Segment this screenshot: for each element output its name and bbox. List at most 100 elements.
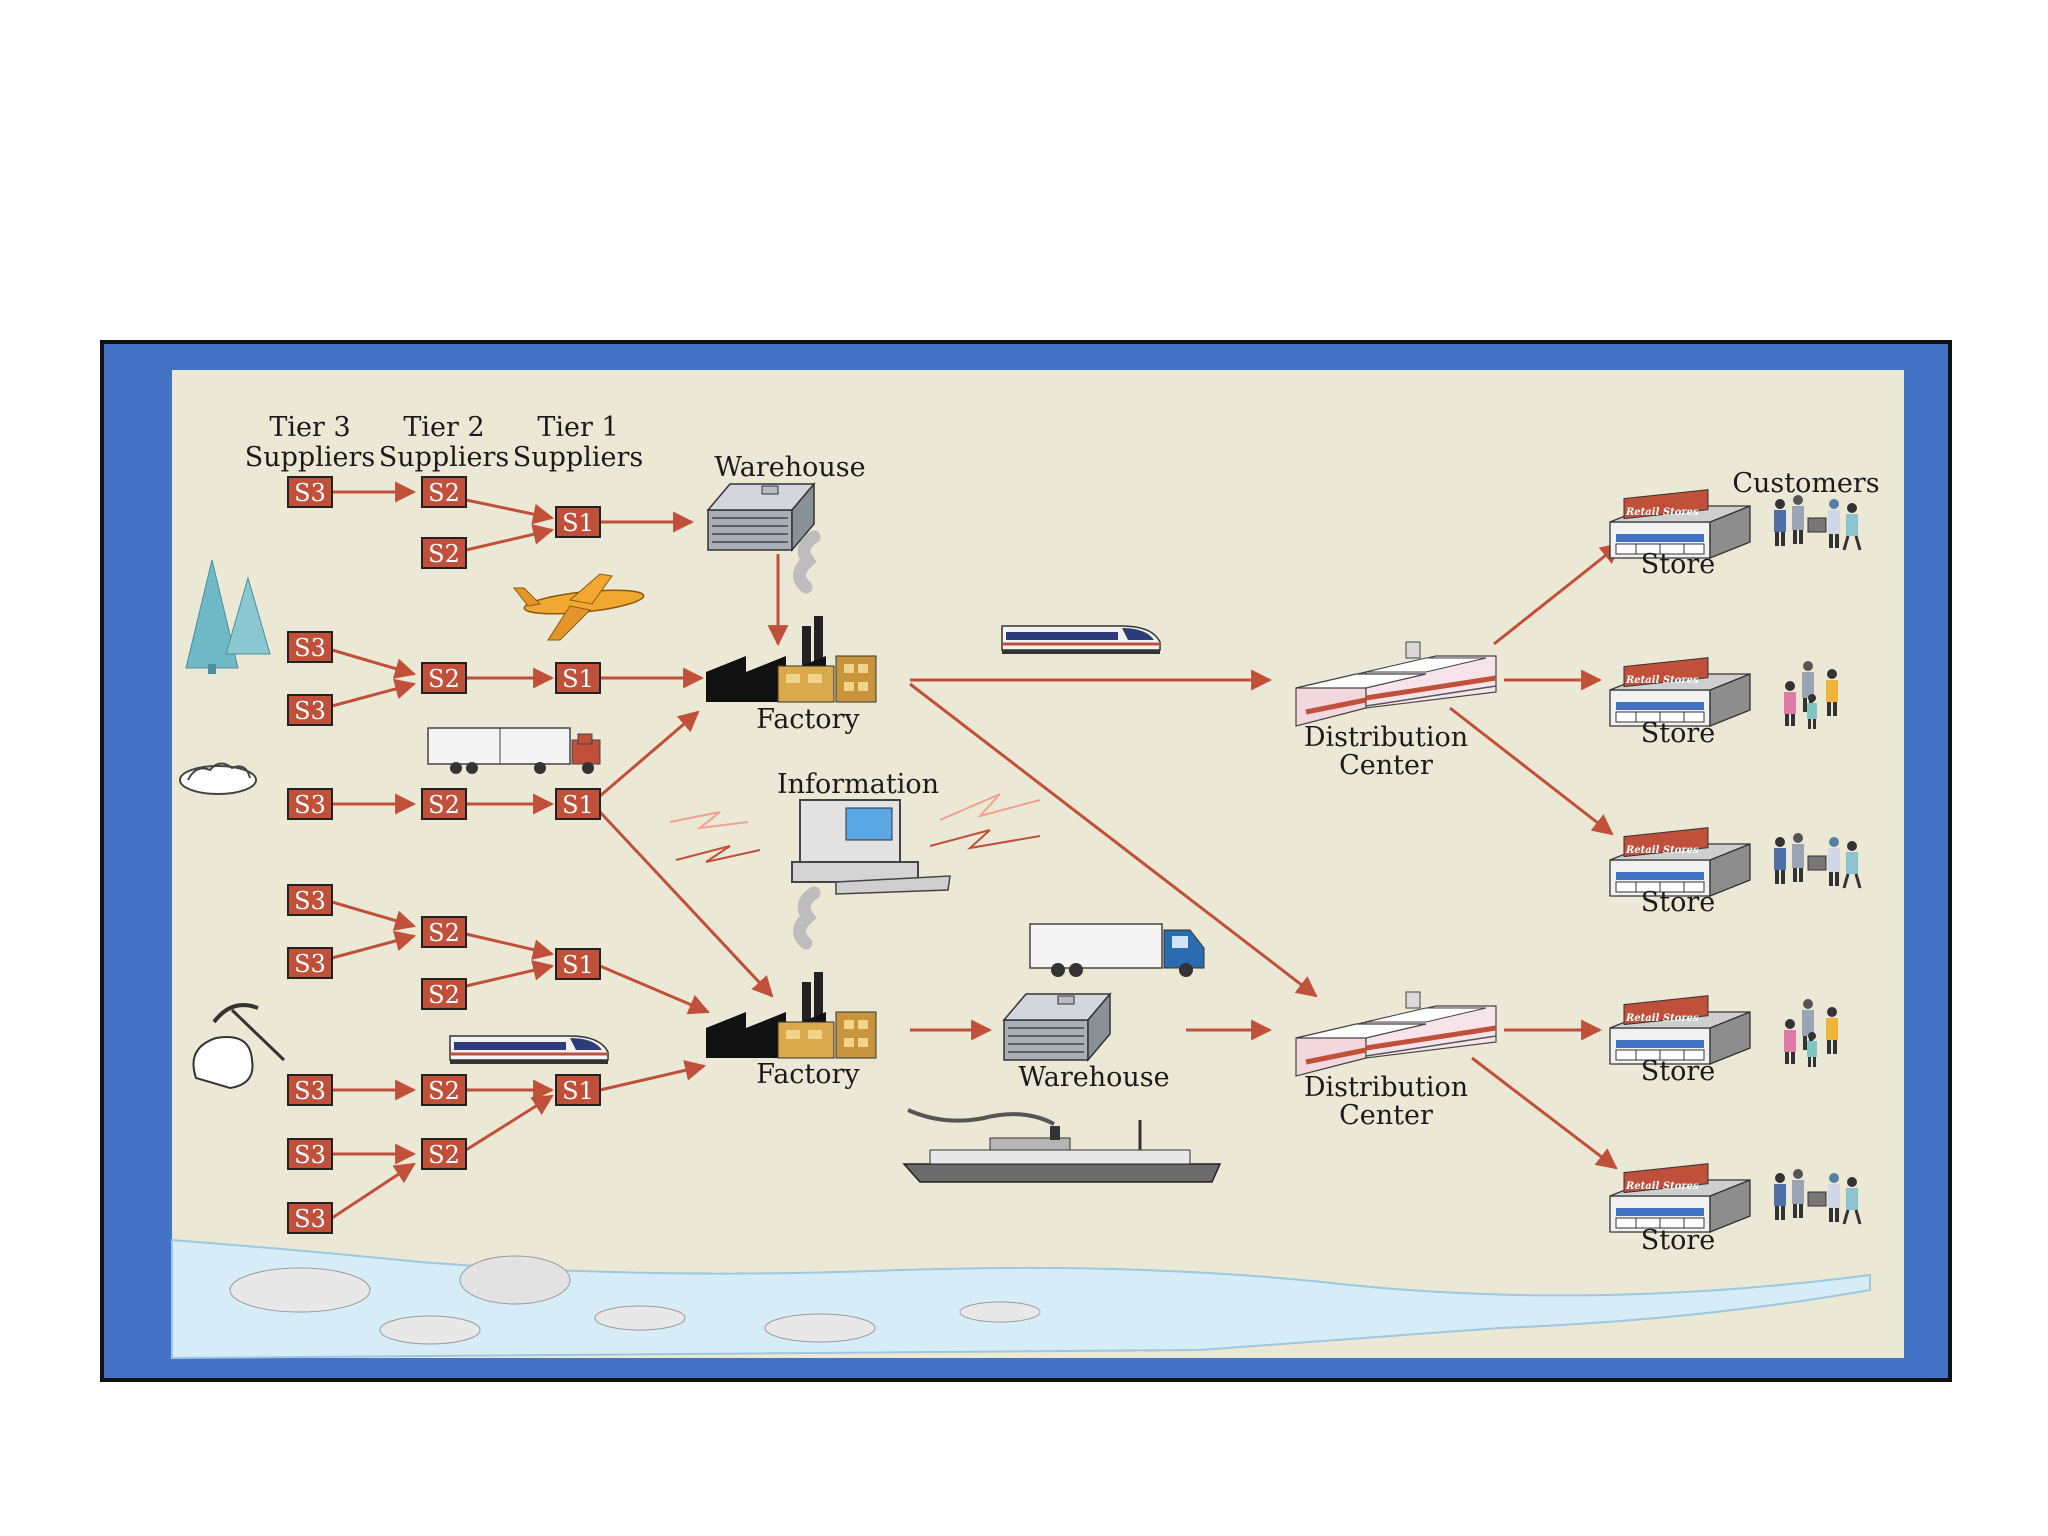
supplier-node-label: S2 bbox=[428, 1077, 460, 1105]
pickaxe-ore-icon bbox=[192, 1003, 286, 1090]
dc-bottom-label-line2: Center bbox=[1339, 1100, 1433, 1131]
flow-arrow bbox=[599, 964, 710, 1015]
cargo-ship-icon bbox=[902, 1108, 1222, 1183]
supplier-node-s1: S1 bbox=[555, 506, 601, 538]
store-group: Retail Stores Store bbox=[1609, 827, 1862, 918]
supplier-node-s1: S1 bbox=[555, 788, 601, 820]
tier1-header-line2: Suppliers bbox=[513, 442, 643, 473]
supplier-node-label: S3 bbox=[294, 1205, 326, 1233]
store-group: Retail Stores Store bbox=[1609, 1163, 1862, 1256]
supplier-node-label: S2 bbox=[428, 665, 460, 693]
supplier-node-label: S2 bbox=[428, 479, 460, 507]
flow-arrow bbox=[465, 524, 555, 552]
computer-icon bbox=[669, 793, 1041, 895]
supplier-node-s3: S3 bbox=[287, 947, 333, 979]
factory-bottom-label: Factory bbox=[756, 1059, 860, 1090]
supplier-node-label: S1 bbox=[562, 791, 594, 819]
supplier-node-label: S3 bbox=[294, 1077, 326, 1105]
supplier-node-s2: S2 bbox=[421, 978, 467, 1010]
store-sign-label: Retail Stores bbox=[1625, 1013, 1699, 1024]
flow-arrow bbox=[1449, 706, 1614, 836]
supplier-node-s3: S3 bbox=[287, 476, 333, 508]
store-label: Store bbox=[1641, 1225, 1716, 1256]
supplier-node-label: S1 bbox=[562, 1077, 594, 1105]
flow-arrow bbox=[331, 930, 417, 960]
store-sign-label: Retail Stores bbox=[1625, 1181, 1699, 1192]
dc-top-label-line1: Distribution bbox=[1304, 722, 1468, 753]
flow-arrow bbox=[331, 678, 417, 708]
supplier-node-label: S1 bbox=[562, 509, 594, 537]
warehouse-top-label: Warehouse bbox=[714, 452, 865, 483]
flow-arrow bbox=[331, 1162, 416, 1220]
supplier-node-label: S3 bbox=[294, 887, 326, 915]
supplier-node-label: S2 bbox=[428, 540, 460, 568]
store-label: Store bbox=[1641, 1056, 1716, 1087]
supplier-node-s3: S3 bbox=[287, 788, 333, 820]
supplier-node-label: S3 bbox=[294, 479, 326, 507]
dc-bottom-label-line1: Distribution bbox=[1304, 1072, 1468, 1103]
tier2-header-line2: Suppliers bbox=[379, 442, 509, 473]
supplier-node-s3: S3 bbox=[287, 1202, 333, 1234]
supplier-node-s2: S2 bbox=[421, 537, 467, 569]
store-label: Store bbox=[1641, 549, 1716, 580]
supplier-node-s2: S2 bbox=[421, 662, 467, 694]
flow-arrow bbox=[465, 960, 555, 988]
customers-label: Customers bbox=[1732, 468, 1879, 499]
bullet-train-icon bbox=[1000, 624, 1162, 656]
supplier-node-s2: S2 bbox=[421, 1074, 467, 1106]
box-truck-icon bbox=[1029, 923, 1205, 977]
flow-arrows bbox=[331, 481, 1622, 1220]
supplier-node-s2: S2 bbox=[421, 476, 467, 508]
flow-arrow bbox=[909, 682, 1318, 998]
semi-truck-icon bbox=[427, 727, 601, 774]
store-group: Retail Stores Store bbox=[1609, 995, 1838, 1087]
flow-arrow bbox=[598, 810, 774, 998]
river-decoration bbox=[171, 1238, 1871, 1360]
flow-arrow bbox=[465, 1094, 554, 1152]
warehouse-bottom-label: Warehouse bbox=[1018, 1062, 1169, 1093]
supplier-node-s3: S3 bbox=[287, 631, 333, 663]
supplier-node-label: S3 bbox=[294, 634, 326, 662]
store-group: Retail Stores Store bbox=[1609, 657, 1838, 749]
store-sign-label: Retail Stores bbox=[1625, 845, 1699, 856]
information-label: Information bbox=[777, 769, 939, 800]
supplier-node-s3: S3 bbox=[287, 694, 333, 726]
supplier-node-label: S1 bbox=[562, 665, 594, 693]
flow-arrow bbox=[1471, 1056, 1618, 1170]
tier3-header-line2: Suppliers bbox=[245, 442, 375, 473]
supplier-node-s3: S3 bbox=[287, 1074, 333, 1106]
supplier-node-s3: S3 bbox=[287, 1138, 333, 1170]
supplier-node-s2: S2 bbox=[421, 788, 467, 820]
warehouse-icon bbox=[707, 483, 815, 551]
supplier-node-s1: S1 bbox=[555, 948, 601, 980]
supplier-nodes: S3 S2 S2 S1 S3 S3 S2 S1 S3 S2 S1 S3 S3 S… bbox=[287, 476, 601, 1234]
supplier-node-label: S3 bbox=[294, 697, 326, 725]
tier3-header-line1: Tier 3 bbox=[269, 412, 350, 443]
supplier-node-label: S2 bbox=[428, 981, 460, 1009]
factory-top-label: Factory bbox=[756, 704, 860, 735]
supplier-node-label: S2 bbox=[428, 1141, 460, 1169]
flow-arrow bbox=[331, 648, 417, 679]
supplier-node-label: S1 bbox=[562, 951, 594, 979]
warehouse-icon bbox=[1003, 993, 1111, 1061]
flow-arrow bbox=[465, 932, 555, 960]
bullet-train-icon bbox=[448, 1034, 610, 1066]
flow-arrow bbox=[1493, 542, 1622, 646]
flow-arrow bbox=[599, 1060, 707, 1092]
tier1-header-line1: Tier 1 bbox=[537, 412, 618, 443]
flow-arrow bbox=[465, 498, 555, 525]
store-sign-label: Retail Stores bbox=[1625, 675, 1699, 686]
supplier-node-label: S3 bbox=[294, 791, 326, 819]
supplier-node-label: S3 bbox=[294, 950, 326, 978]
supplier-node-label: S3 bbox=[294, 1141, 326, 1169]
flow-arrow bbox=[331, 900, 417, 931]
store-label: Store bbox=[1641, 718, 1716, 749]
supplier-node-s1: S1 bbox=[555, 1074, 601, 1106]
supplier-node-s1: S1 bbox=[555, 662, 601, 694]
airplane-icon bbox=[512, 573, 645, 641]
pine-trees-icon bbox=[185, 559, 271, 674]
store-sign-label: Retail Stores bbox=[1625, 507, 1699, 518]
supplier-node-label: S2 bbox=[428, 919, 460, 947]
store-group: Retail Stores Store bbox=[1609, 489, 1862, 580]
